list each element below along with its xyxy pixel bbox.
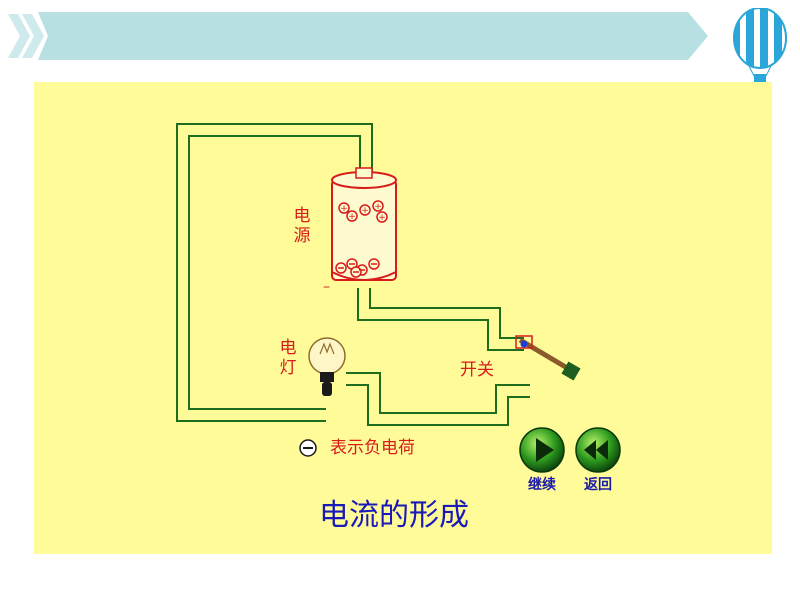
legend-negative-icon (299, 439, 317, 457)
svg-text:+: + (361, 206, 369, 216)
rewind-icon (584, 440, 608, 460)
svg-text:+: + (378, 213, 386, 223)
power-source-label: 电 源 (293, 206, 311, 246)
play-forward-icon (536, 438, 554, 462)
svg-text:+: + (374, 202, 382, 212)
switch-label: 开关 (460, 360, 494, 380)
hot-air-balloon-icon (733, 8, 787, 82)
svg-text:+: + (348, 212, 356, 222)
power-source: ++ +++ (331, 167, 397, 281)
back-label[interactable]: 返回 (584, 477, 612, 493)
chevron-icon (22, 14, 44, 58)
continue-label[interactable]: 继续 (528, 477, 556, 493)
switch (515, 335, 581, 381)
slide-panel: ++ +++ (34, 82, 772, 554)
back-button[interactable] (574, 426, 622, 474)
continue-button[interactable] (518, 426, 566, 474)
header-banner (8, 12, 708, 60)
bulb-label: 电 灯 (279, 338, 297, 378)
circuit-diagram: ++ +++ (176, 123, 581, 457)
chevron-icon (8, 14, 30, 58)
svg-text:+: + (340, 204, 348, 214)
terminal-minus-label: – (323, 279, 330, 295)
light-bulb (308, 337, 346, 396)
legend-text: 表示负电荷 (330, 438, 415, 458)
slide-title: 电流的形成 (319, 498, 469, 533)
positive-charge (338, 200, 388, 223)
